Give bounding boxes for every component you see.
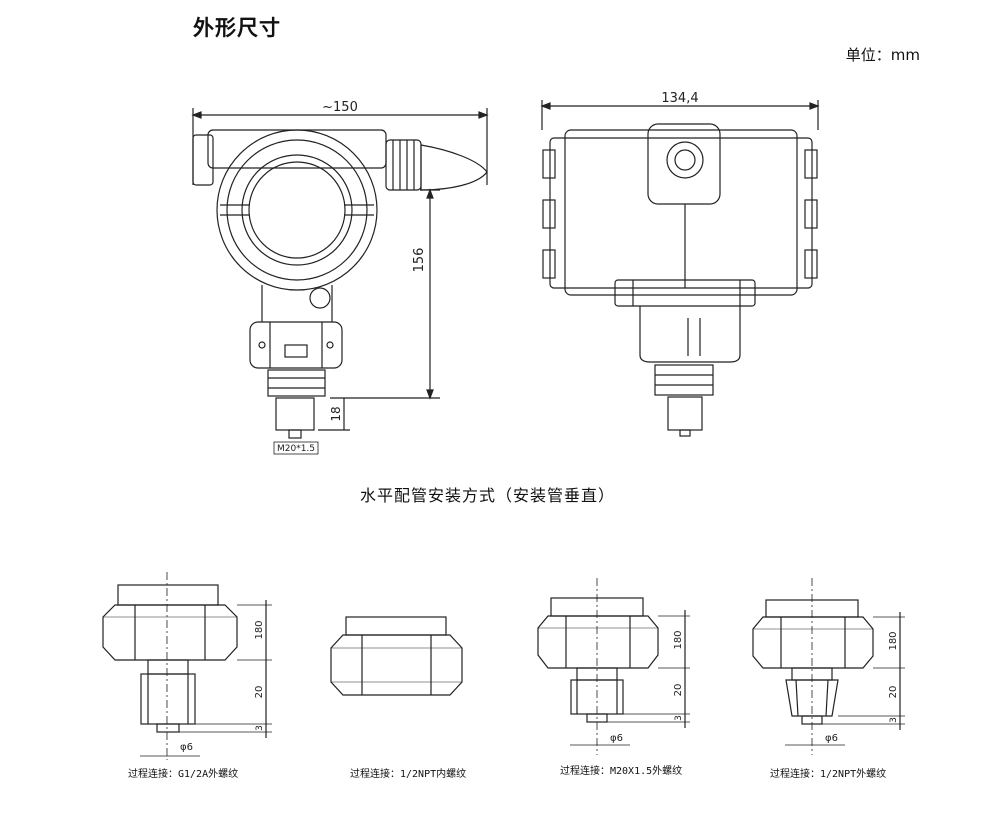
front-view: ~150 — [191, 100, 489, 455]
fitting-4-diameter: φ6 — [825, 733, 838, 744]
fitting-3-diameter: φ6 — [610, 733, 623, 744]
fitting-4-caption: 过程连接：1/2NPT外螺纹 — [770, 769, 887, 780]
fitting-3-dim-180: 180 — [673, 630, 684, 649]
section-title: 水平配管安装方式（安装管垂直） — [360, 486, 616, 505]
dim-width-front: ~150 — [322, 100, 358, 115]
page-title: 外形尺寸 — [193, 16, 281, 40]
fitting-1: 180 20 3 φ6 — [102, 572, 272, 760]
fitting-2-caption: 过程连接：1/2NPT内螺纹 — [350, 769, 467, 780]
fitting-4: 180 20 3 φ6 — [752, 578, 905, 755]
thread-label: M20*1.5 — [277, 444, 315, 454]
side-view: 134,4 — [540, 91, 820, 437]
unit-label: 单位：mm — [845, 46, 920, 64]
fitting-3: 180 20 3 φ6 — [537, 578, 690, 755]
fitting-1-dim-20: 20 — [254, 686, 265, 699]
dim-width-side: 134,4 — [661, 91, 698, 106]
fitting-1-dim-3: 3 — [255, 725, 265, 731]
fitting-4-dim-180: 180 — [888, 631, 899, 650]
fitting-1-diameter: φ6 — [180, 742, 193, 753]
fitting-1-caption: 过程连接：G1/2A外螺纹 — [128, 769, 239, 780]
fitting-2 — [330, 616, 463, 696]
dim-fitting: 18 — [329, 406, 343, 421]
fitting-3-caption: 过程连接：M20X1.5外螺纹 — [560, 766, 683, 777]
fitting-1-dim-180: 180 — [254, 620, 265, 639]
dim-height: 156 — [412, 248, 427, 273]
fitting-3-dim-3: 3 — [674, 715, 684, 721]
fitting-4-dim-3: 3 — [889, 717, 899, 723]
fitting-3-dim-20: 20 — [673, 684, 684, 697]
fitting-4-dim-20: 20 — [888, 686, 899, 699]
